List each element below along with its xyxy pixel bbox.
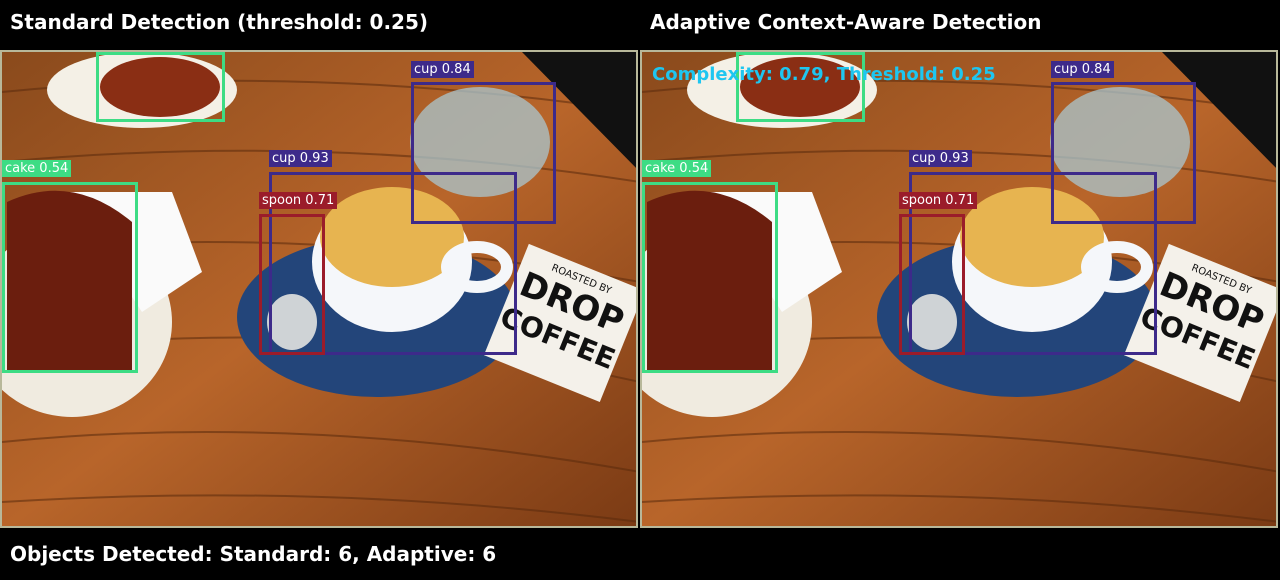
- cup-glass-label: cup 0.84: [411, 61, 474, 78]
- donut-detection-box: [736, 52, 865, 122]
- cup-coffee-label: cup 0.93: [269, 150, 332, 167]
- spoon-label: spoon 0.71: [899, 192, 978, 209]
- cake-label: cake 0.54: [2, 160, 72, 177]
- cup-glass-detection-box: [1051, 82, 1196, 224]
- complexity-threshold-overlay: Complexity: 0.79, Threshold: 0.25: [652, 64, 996, 85]
- cup-glass-detection-box: [411, 82, 556, 224]
- spoon-detection-box: [899, 214, 965, 355]
- cup-coffee-detection-box: [269, 172, 517, 355]
- objects-detected-summary: Objects Detected: Standard: 6, Adaptive:…: [10, 542, 497, 566]
- cake-label: cake 0.54: [642, 160, 712, 177]
- standard-detection-panel: DROP COFFEE ROASTED BY cup 0.84 cake 0.5…: [0, 50, 638, 528]
- cup-glass-label: cup 0.84: [1051, 61, 1114, 78]
- cup-coffee-detection-box: [909, 172, 1157, 355]
- cafe-scene-image: DROP COFFEE ROASTED BY: [2, 52, 636, 526]
- spoon-detection-box: [259, 214, 325, 355]
- cup-coffee-label: cup 0.93: [909, 150, 972, 167]
- cake-detection-box: [642, 182, 778, 373]
- adaptive-detection-title: Adaptive Context-Aware Detection: [650, 10, 1042, 34]
- spoon-label: spoon 0.71: [259, 192, 338, 209]
- donut-detection-box: [96, 52, 225, 122]
- cake-detection-box: [2, 182, 138, 373]
- adaptive-detection-panel: DROP COFFEE ROASTED BY cup 0.84 cake 0.5…: [640, 50, 1278, 528]
- standard-detection-title: Standard Detection (threshold: 0.25): [10, 10, 429, 34]
